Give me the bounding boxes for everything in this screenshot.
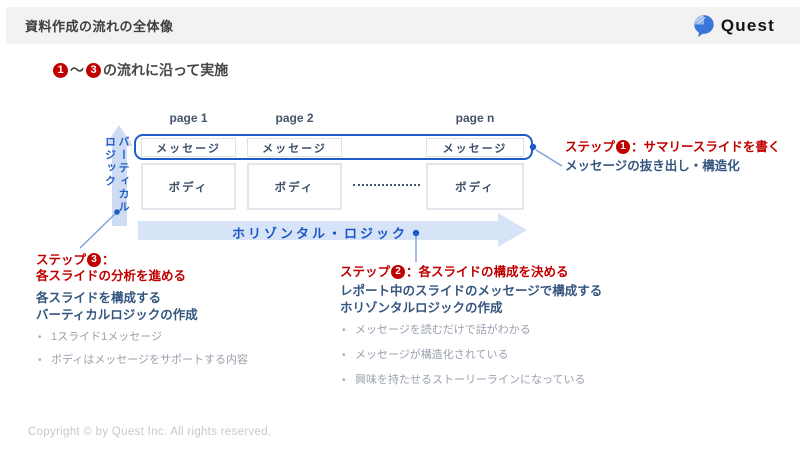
step3-title-colon: ： (102, 253, 115, 267)
list-item: メッセージを読むだけで話がわかる (340, 324, 602, 337)
step3-subtitle-line2: バーティカルロジックの作成 (36, 307, 198, 322)
vertical-logic-line2: ロジック (103, 136, 116, 188)
footer-copyright: Copyright © by Quest Inc. All rights res… (28, 426, 272, 438)
list-item: 興味を持たせるストーリーラインになっている (340, 374, 602, 387)
message-box-n: メッセージ (426, 138, 524, 157)
step2-title-prefix: ステップ (340, 265, 391, 279)
step2-circle-number: 2 (391, 265, 406, 279)
page-label-1: page 1 (169, 111, 208, 125)
body-box-1: ボディ (141, 163, 236, 210)
message-box-2: メッセージ (247, 138, 342, 157)
step3-subtitle: 各スライドを構成する バーティカルロジックの作成 (36, 290, 248, 323)
page-heading: 1 〜 3 の流れに沿って実施 (52, 60, 228, 80)
connector-line-step1 (535, 149, 563, 167)
page-label-n: page n (455, 111, 495, 125)
step3-subtitle-line1: 各スライドを構成する (36, 291, 162, 305)
step1-number-badge: 1 (53, 62, 68, 78)
heading-tilde: 〜 (70, 62, 84, 78)
step1-title-prefix: ステップ (565, 140, 616, 154)
body-box-n: ボディ (426, 163, 524, 210)
step2-title-suffix: ：各スライドの構成を決める (406, 265, 569, 279)
page-label-2: page 2 (275, 111, 314, 125)
body-box-2: ボディ (247, 163, 342, 210)
step1-subtitle: メッセージの抜き出し・構造化 (565, 159, 740, 173)
step3-circle-number: 3 (87, 253, 102, 267)
message-box-1: メッセージ (141, 138, 236, 157)
step3-number-badge: 3 (86, 62, 101, 78)
quest-logo-text: Quest (720, 15, 775, 35)
continuation-dots (353, 184, 420, 186)
horizontal-logic-label: ホリゾンタル・ロジック (231, 226, 408, 241)
step1-title-suffix: ：サマリースライドを書く (631, 140, 781, 154)
vertical-logic-label: バーティカル ロジック (102, 136, 130, 251)
step2-bullet-list: メッセージを読むだけで話がわかる メッセージが構造化されている 興味を持たせるス… (340, 324, 602, 387)
heading-text: の流れに沿って実施 (103, 62, 229, 78)
vertical-logic-line1: バーティカル (117, 136, 129, 214)
step3-title-prefix: ステップ (36, 253, 87, 267)
quest-logo: Quest (693, 14, 775, 38)
list-item: ボディはメッセージをサポートする内容 (36, 354, 248, 367)
list-item: メッセージが構造化されている (340, 349, 602, 362)
header-bar: 資料作成の流れの全体像 Quest (6, 7, 800, 44)
step2-subtitle: レポート中のスライドのメッセージで構成する ホリゾンタルロジックの作成 (340, 283, 602, 316)
summary-frame (134, 134, 533, 160)
step2-subtitle-line2: ホリゾンタルロジックの作成 (340, 300, 503, 315)
list-item: 1スライド1メッセージ (36, 331, 248, 344)
step2-subtitle-line1: レポート中のスライドのメッセージで構成する (340, 284, 603, 298)
speech-bubble-icon (694, 14, 714, 37)
page-title: 資料作成の流れの全体像 (25, 19, 174, 34)
step3-bullet-list: 1スライド1メッセージ ボディはメッセージをサポートする内容 (36, 331, 248, 367)
step1-circle-number: 1 (616, 140, 631, 154)
step3-title-line2: 各スライドの分析を進める (36, 269, 187, 283)
